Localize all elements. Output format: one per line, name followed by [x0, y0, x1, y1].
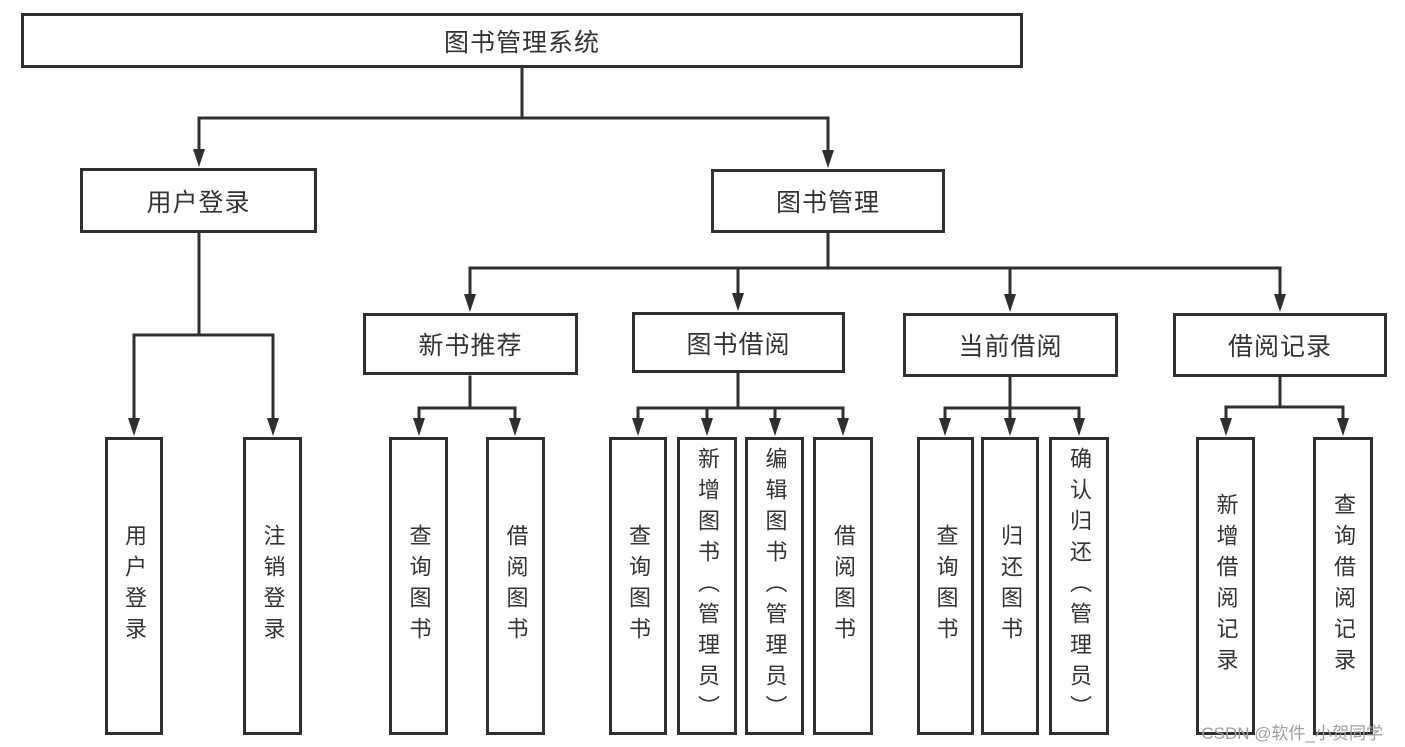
leaf-borrowing-query-books: 查询图书 [609, 437, 667, 735]
arrowhead [822, 150, 834, 168]
leaf-borrowing-add-books-admin: 新增图书（管理员） [677, 437, 737, 735]
leaf-user-login: 用户登录 [105, 437, 163, 735]
arrowhead [464, 294, 476, 312]
node-current-borrowing: 当前借阅 [903, 313, 1118, 377]
arrowhead [1004, 418, 1016, 436]
leaf-current-return-books: 归还图书 [981, 437, 1039, 735]
connector-user-login-to-leaves [128, 231, 279, 436]
node-book-management: 图书管理 [711, 169, 945, 233]
arrowhead [1073, 418, 1085, 436]
node-root-system: 图书管理系统 [21, 13, 1023, 68]
arrowhead [128, 418, 140, 436]
arrowhead [632, 418, 644, 436]
connector-new-books-to-leaves [413, 375, 521, 436]
leaf-borrowing-edit-books-admin: 编辑图书（管理员） [745, 437, 804, 735]
arrowhead [769, 418, 781, 436]
arrowhead [413, 418, 425, 436]
leaf-records-add-record: 新增借阅记录 [1196, 437, 1255, 735]
connector-borrowing-to-leaves [632, 371, 849, 436]
leaf-current-query-books: 查询图书 [917, 437, 974, 735]
leaf-newbooks-borrow-books: 借阅图书 [486, 437, 545, 735]
leaf-borrowing-borrow-books: 借阅图书 [813, 437, 873, 735]
arrowhead [267, 418, 279, 436]
connector-book-mgmt-to-level3 [464, 231, 1286, 312]
connector-records-to-leaves [1220, 375, 1349, 436]
arrowhead [509, 418, 521, 436]
node-user-login: 用户登录 [80, 168, 317, 233]
arrowhead [1220, 418, 1232, 436]
csdn-watermark: CSDN @软件_小贺同学 [1201, 724, 1383, 743]
leaf-current-confirm-return-admin: 确认归还（管理员） [1049, 437, 1109, 735]
node-book-borrowing: 图书借阅 [632, 312, 845, 373]
connector-root-to-level2 [193, 66, 834, 168]
arrowhead [939, 418, 951, 436]
arrowhead [1004, 294, 1016, 312]
node-borrowing-records: 借阅记录 [1173, 313, 1387, 377]
connector-current-to-leaves [939, 375, 1085, 436]
leaf-logout: 注销登录 [243, 437, 302, 735]
arrowhead [1337, 418, 1349, 436]
node-new-book-recommend: 新书推荐 [363, 313, 578, 375]
arrowhead [1274, 294, 1286, 312]
leaf-newbooks-query-books: 查询图书 [389, 437, 448, 735]
arrowhead [732, 293, 744, 311]
arrowhead [193, 149, 205, 167]
arrowhead [837, 418, 849, 436]
leaf-records-query-record: 查询借阅记录 [1313, 437, 1373, 735]
arrowhead [701, 418, 713, 436]
